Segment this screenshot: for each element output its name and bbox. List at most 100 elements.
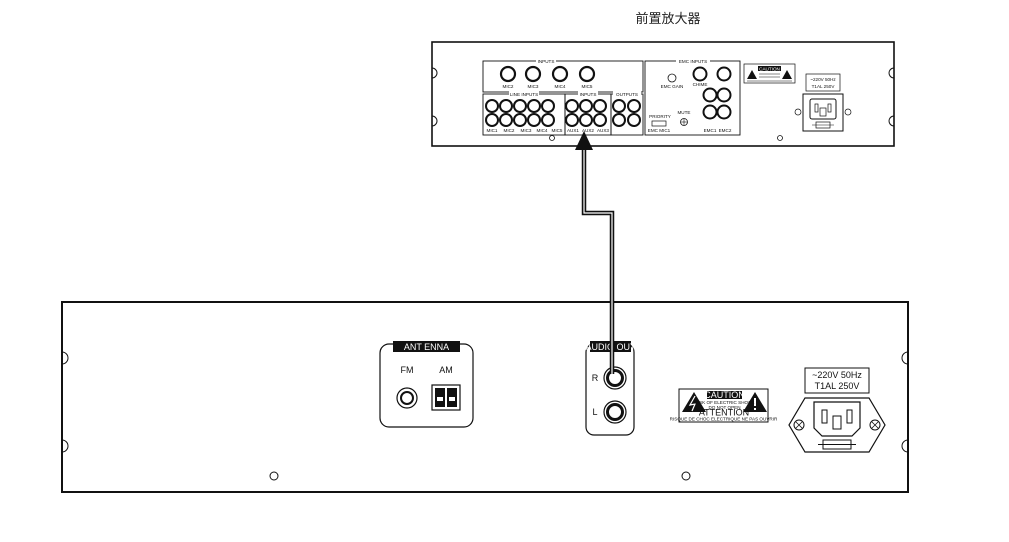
preamp-aux-inputs-label: INPUTS	[580, 92, 597, 97]
preamp-panel: INPUTS MIC2 MIC3 MIC4 MIC5 LINE INPUTS I…	[431, 41, 895, 147]
rca-jack[interactable]	[627, 99, 641, 113]
rca-jack[interactable]	[627, 113, 641, 127]
preamp-emc-label: EMC INPUTS	[679, 59, 707, 64]
preamp-outputs-label: OUTPUTS	[616, 92, 638, 97]
priority-label: PRIORITY	[649, 114, 671, 119]
fm-label: FM	[401, 365, 414, 375]
rca-jack[interactable]	[513, 113, 527, 127]
preamp-inputs-group	[482, 60, 644, 93]
preamp-caution-sticker: CAUTION	[743, 63, 796, 84]
tuner-rack-ear-right-bottom	[901, 439, 909, 453]
tuner-rack-ear-left-top	[61, 351, 69, 365]
tuner-chassis	[61, 301, 909, 493]
preamp-rca-jacks	[485, 99, 641, 127]
rca-jack[interactable]	[527, 99, 541, 113]
antenna-label: ANT ENNA	[404, 342, 449, 352]
preamp-inputs-label: INPUTS	[538, 59, 555, 64]
line-label: AUX1	[567, 128, 579, 133]
rca-jack[interactable]	[565, 99, 579, 113]
screw-icon	[793, 419, 805, 431]
mic5-jack[interactable]	[578, 65, 596, 83]
rca-jack[interactable]	[612, 113, 626, 127]
rca-jack[interactable]	[513, 99, 527, 113]
mic2-jack[interactable]	[499, 65, 517, 83]
audio-out-l-jack[interactable]	[603, 400, 627, 424]
r-channel-label: R	[592, 373, 599, 383]
rca-jack[interactable]	[485, 113, 499, 127]
electric-shock-warning-icon	[682, 392, 706, 412]
chime-jack[interactable]	[692, 66, 708, 82]
rca-jack[interactable]	[579, 113, 593, 127]
emc-jack[interactable]	[716, 66, 732, 82]
rca-jack[interactable]	[527, 113, 541, 127]
mic-label: MIC2	[503, 84, 514, 89]
mic3-jack[interactable]	[524, 65, 542, 83]
preamp-power-inlet: ~220V 50Hz T1AL 250V	[794, 73, 852, 132]
audio-out-r-jack[interactable]	[603, 366, 627, 390]
emc-label: EMC2	[719, 128, 732, 133]
line-label: MIC3	[521, 128, 532, 133]
preamp-screw-hole	[549, 135, 555, 141]
tuner-attention-text: ATTENTION	[699, 408, 749, 418]
preamp-power-rating: ~220V 50Hz	[810, 77, 836, 82]
rca-jack[interactable]	[499, 99, 513, 113]
priority-options-label: EMC MIC1	[648, 128, 671, 133]
warning-triangle-icon	[747, 70, 757, 79]
tuner-screw-hole	[681, 471, 691, 481]
audio-cable	[575, 131, 615, 374]
rca-jack[interactable]	[593, 113, 607, 127]
arrow-up-icon	[575, 131, 593, 150]
emc-jack[interactable]	[716, 104, 732, 120]
tuner-attention-subtext: RISQUE DE CHOC ELECTRIQUE NE PAS OUVRIR	[670, 417, 778, 422]
am-label: AM	[439, 365, 453, 375]
rca-jack[interactable]	[541, 113, 555, 127]
tuner-caution-text: CAUTION	[704, 390, 745, 400]
warning-triangle-icon	[782, 70, 792, 79]
line-label: MIC4	[537, 128, 548, 133]
am-antenna-terminal[interactable]	[431, 384, 461, 411]
preamp-title: 前置放大器	[635, 11, 700, 27]
tuner-caution-line1: RISK OF ELECTRIC SHOCK	[695, 400, 756, 405]
tuner-fuse-rating: T1AL 250V	[815, 381, 860, 391]
mic4-jack[interactable]	[551, 65, 569, 83]
line-label: AUX2	[582, 128, 594, 133]
iec-socket[interactable]	[813, 401, 861, 437]
tuner-rack-ear-left-bottom	[61, 439, 69, 453]
fm-antenna-jack[interactable]	[396, 387, 418, 409]
mute-knob[interactable]	[680, 118, 688, 126]
preamp-caution-text: CAUTION	[759, 66, 780, 71]
rca-jack[interactable]	[593, 99, 607, 113]
line-label: MIC5	[552, 128, 563, 133]
rca-jack[interactable]	[579, 99, 593, 113]
iec-socket[interactable]	[809, 98, 837, 120]
emc-gain-knob[interactable]	[667, 73, 677, 83]
emc-jacks	[702, 66, 732, 120]
mute-label: MUTE	[677, 110, 690, 115]
preamp-rack-ear-right-bottom	[888, 115, 895, 127]
rca-jack[interactable]	[565, 113, 579, 127]
emc-jack[interactable]	[716, 87, 732, 103]
rca-jack[interactable]	[499, 113, 513, 127]
chime-label: CHIME	[693, 82, 708, 87]
tuner-caution-sticker: CAUTION RISK OF ELECTRIC SHOCK DO NOT OP…	[670, 388, 778, 423]
preamp-rack-ear-left-top	[431, 67, 438, 79]
tuner-power-rating: ~220V 50Hz	[812, 370, 862, 380]
mic-label: MIC3	[528, 84, 539, 89]
l-channel-label: L	[592, 407, 597, 417]
priority-switch[interactable]	[651, 120, 667, 127]
rca-jack[interactable]	[485, 99, 499, 113]
tuner-caution-line2: DO NOT OPEN	[708, 405, 740, 410]
mic-label: MIC5	[582, 84, 593, 89]
rca-jack[interactable]	[612, 99, 626, 113]
rca-jack[interactable]	[541, 99, 555, 113]
screw-icon	[869, 419, 881, 431]
screw-icon	[844, 108, 852, 116]
tuner-rack-ear-right-top	[901, 351, 909, 365]
line-label: MIC2	[504, 128, 515, 133]
emc-label: EMC1	[704, 128, 717, 133]
emc-gain-label: EMC GAIN	[661, 84, 684, 89]
antenna-block: ANT ENNA FM AM	[379, 341, 474, 428]
preamp-screw-hole	[777, 135, 783, 141]
line-label: MIC1	[487, 128, 498, 133]
